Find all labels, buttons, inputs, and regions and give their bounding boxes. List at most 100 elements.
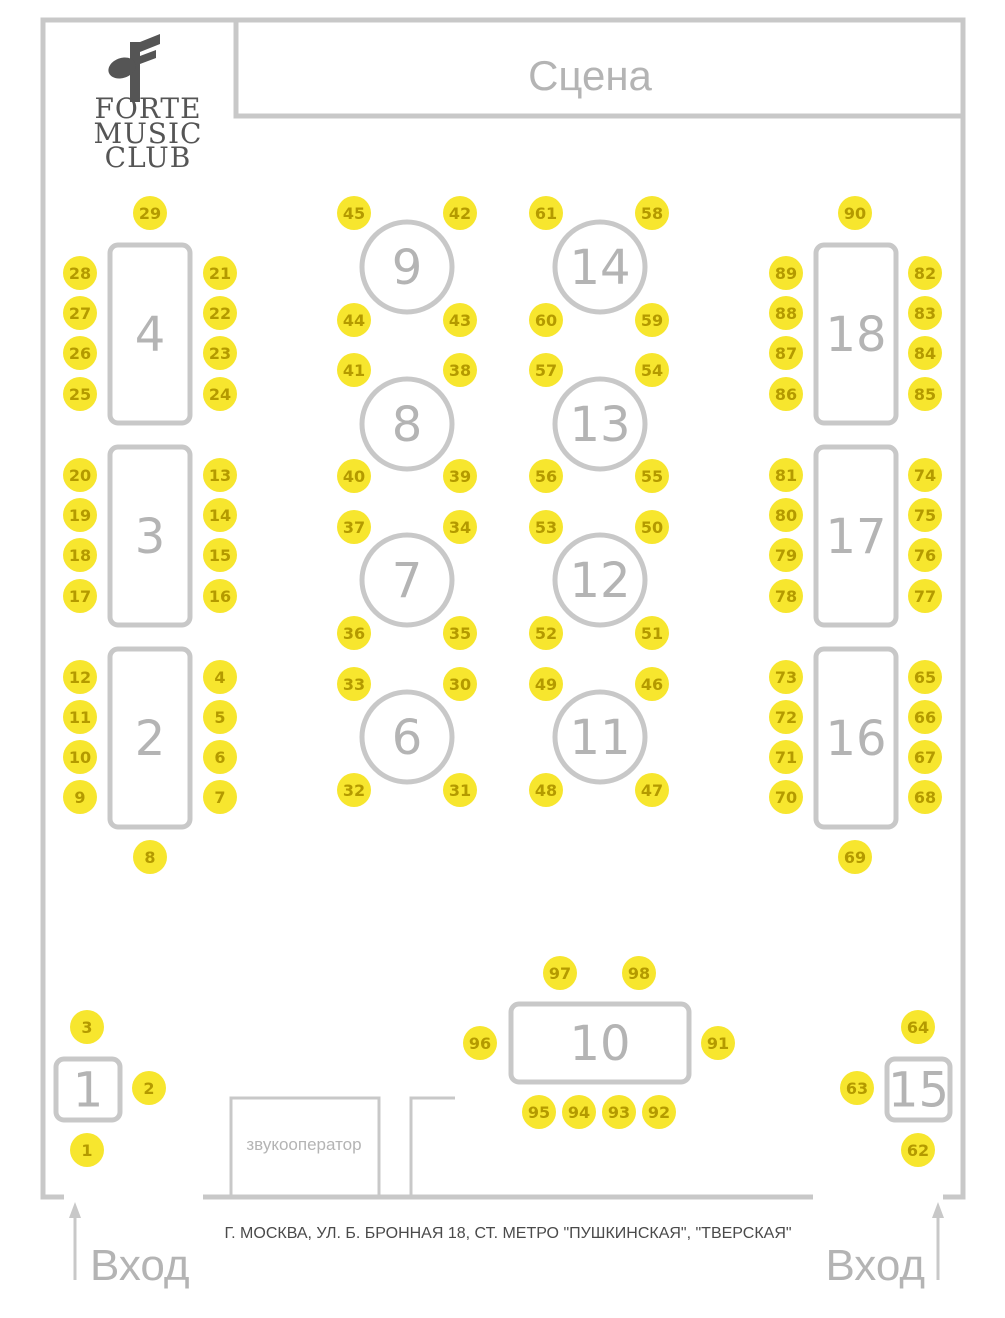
seat-42[interactable]: 42 xyxy=(443,196,477,230)
seat-37[interactable]: 37 xyxy=(337,510,371,544)
seat-46[interactable]: 46 xyxy=(635,667,669,701)
seat-29[interactable]: 29 xyxy=(133,196,167,230)
table-3[interactable]: 3 xyxy=(107,444,193,628)
seat-14[interactable]: 14 xyxy=(203,498,237,532)
table-14[interactable]: 14 xyxy=(552,219,648,315)
table-9[interactable]: 9 xyxy=(359,219,455,315)
seat-65[interactable]: 65 xyxy=(908,660,942,694)
seat-18[interactable]: 18 xyxy=(63,538,97,572)
seat-91[interactable]: 91 xyxy=(701,1026,735,1060)
table-8[interactable]: 8 xyxy=(359,376,455,472)
seat-62[interactable]: 62 xyxy=(901,1133,935,1167)
table-7[interactable]: 7 xyxy=(359,532,455,628)
seat-31[interactable]: 31 xyxy=(443,773,477,807)
seat-94[interactable]: 94 xyxy=(562,1095,596,1129)
seat-60[interactable]: 60 xyxy=(529,303,563,337)
seat-83[interactable]: 83 xyxy=(908,296,942,330)
seat-3[interactable]: 3 xyxy=(70,1010,104,1044)
seat-49[interactable]: 49 xyxy=(529,667,563,701)
seat-95[interactable]: 95 xyxy=(522,1095,556,1129)
table-1[interactable]: 1 xyxy=(53,1056,123,1123)
seat-82[interactable]: 82 xyxy=(908,256,942,290)
seat-21[interactable]: 21 xyxy=(203,256,237,290)
seat-77[interactable]: 77 xyxy=(908,579,942,613)
seat-78[interactable]: 78 xyxy=(769,579,803,613)
seat-34[interactable]: 34 xyxy=(443,510,477,544)
seat-44[interactable]: 44 xyxy=(337,303,371,337)
seat-69[interactable]: 69 xyxy=(838,840,872,874)
seat-50[interactable]: 50 xyxy=(635,510,669,544)
seat-19[interactable]: 19 xyxy=(63,498,97,532)
seat-8[interactable]: 8 xyxy=(133,840,167,874)
seat-10[interactable]: 10 xyxy=(63,740,97,774)
seat-51[interactable]: 51 xyxy=(635,616,669,650)
seat-39[interactable]: 39 xyxy=(443,459,477,493)
seat-15[interactable]: 15 xyxy=(203,538,237,572)
seat-28[interactable]: 28 xyxy=(63,256,97,290)
table-6[interactable]: 6 xyxy=(359,689,455,785)
seat-27[interactable]: 27 xyxy=(63,296,97,330)
seat-74[interactable]: 74 xyxy=(908,458,942,492)
table-13[interactable]: 13 xyxy=(552,376,648,472)
seat-13[interactable]: 13 xyxy=(203,458,237,492)
seat-61[interactable]: 61 xyxy=(529,196,563,230)
seat-23[interactable]: 23 xyxy=(203,336,237,370)
table-18[interactable]: 18 xyxy=(813,242,899,426)
seat-25[interactable]: 25 xyxy=(63,377,97,411)
seat-92[interactable]: 92 xyxy=(642,1095,676,1129)
seat-58[interactable]: 58 xyxy=(635,196,669,230)
seat-9[interactable]: 9 xyxy=(63,780,97,814)
seat-59[interactable]: 59 xyxy=(635,303,669,337)
seat-86[interactable]: 86 xyxy=(769,377,803,411)
seat-30[interactable]: 30 xyxy=(443,667,477,701)
seat-89[interactable]: 89 xyxy=(769,256,803,290)
seat-45[interactable]: 45 xyxy=(337,196,371,230)
table-11[interactable]: 11 xyxy=(552,689,648,785)
seat-71[interactable]: 71 xyxy=(769,740,803,774)
table-17[interactable]: 17 xyxy=(813,444,899,628)
seat-53[interactable]: 53 xyxy=(529,510,563,544)
seat-16[interactable]: 16 xyxy=(203,579,237,613)
table-12[interactable]: 12 xyxy=(552,532,648,628)
seat-40[interactable]: 40 xyxy=(337,459,371,493)
seat-1[interactable]: 1 xyxy=(70,1133,104,1167)
seat-41[interactable]: 41 xyxy=(337,353,371,387)
seat-32[interactable]: 32 xyxy=(337,773,371,807)
seat-81[interactable]: 81 xyxy=(769,458,803,492)
seat-24[interactable]: 24 xyxy=(203,377,237,411)
seat-66[interactable]: 66 xyxy=(908,700,942,734)
table-16[interactable]: 16 xyxy=(813,646,899,830)
seat-85[interactable]: 85 xyxy=(908,377,942,411)
seat-17[interactable]: 17 xyxy=(63,579,97,613)
seat-98[interactable]: 98 xyxy=(622,956,656,990)
seat-11[interactable]: 11 xyxy=(63,700,97,734)
seat-80[interactable]: 80 xyxy=(769,498,803,532)
seat-26[interactable]: 26 xyxy=(63,336,97,370)
seat-7[interactable]: 7 xyxy=(203,780,237,814)
seat-70[interactable]: 70 xyxy=(769,780,803,814)
seat-54[interactable]: 54 xyxy=(635,353,669,387)
seat-68[interactable]: 68 xyxy=(908,780,942,814)
seat-90[interactable]: 90 xyxy=(838,196,872,230)
seat-35[interactable]: 35 xyxy=(443,616,477,650)
seat-6[interactable]: 6 xyxy=(203,740,237,774)
seat-22[interactable]: 22 xyxy=(203,296,237,330)
seat-96[interactable]: 96 xyxy=(463,1026,497,1060)
seat-75[interactable]: 75 xyxy=(908,498,942,532)
seat-52[interactable]: 52 xyxy=(529,616,563,650)
seat-84[interactable]: 84 xyxy=(908,336,942,370)
seat-47[interactable]: 47 xyxy=(635,773,669,807)
seat-67[interactable]: 67 xyxy=(908,740,942,774)
seat-97[interactable]: 97 xyxy=(543,956,577,990)
seat-48[interactable]: 48 xyxy=(529,773,563,807)
seat-64[interactable]: 64 xyxy=(901,1010,935,1044)
seat-72[interactable]: 72 xyxy=(769,700,803,734)
seat-76[interactable]: 76 xyxy=(908,538,942,572)
seat-12[interactable]: 12 xyxy=(63,660,97,694)
seat-4[interactable]: 4 xyxy=(203,660,237,694)
seat-55[interactable]: 55 xyxy=(635,459,669,493)
seat-33[interactable]: 33 xyxy=(337,667,371,701)
seat-43[interactable]: 43 xyxy=(443,303,477,337)
seat-36[interactable]: 36 xyxy=(337,616,371,650)
seat-20[interactable]: 20 xyxy=(63,458,97,492)
